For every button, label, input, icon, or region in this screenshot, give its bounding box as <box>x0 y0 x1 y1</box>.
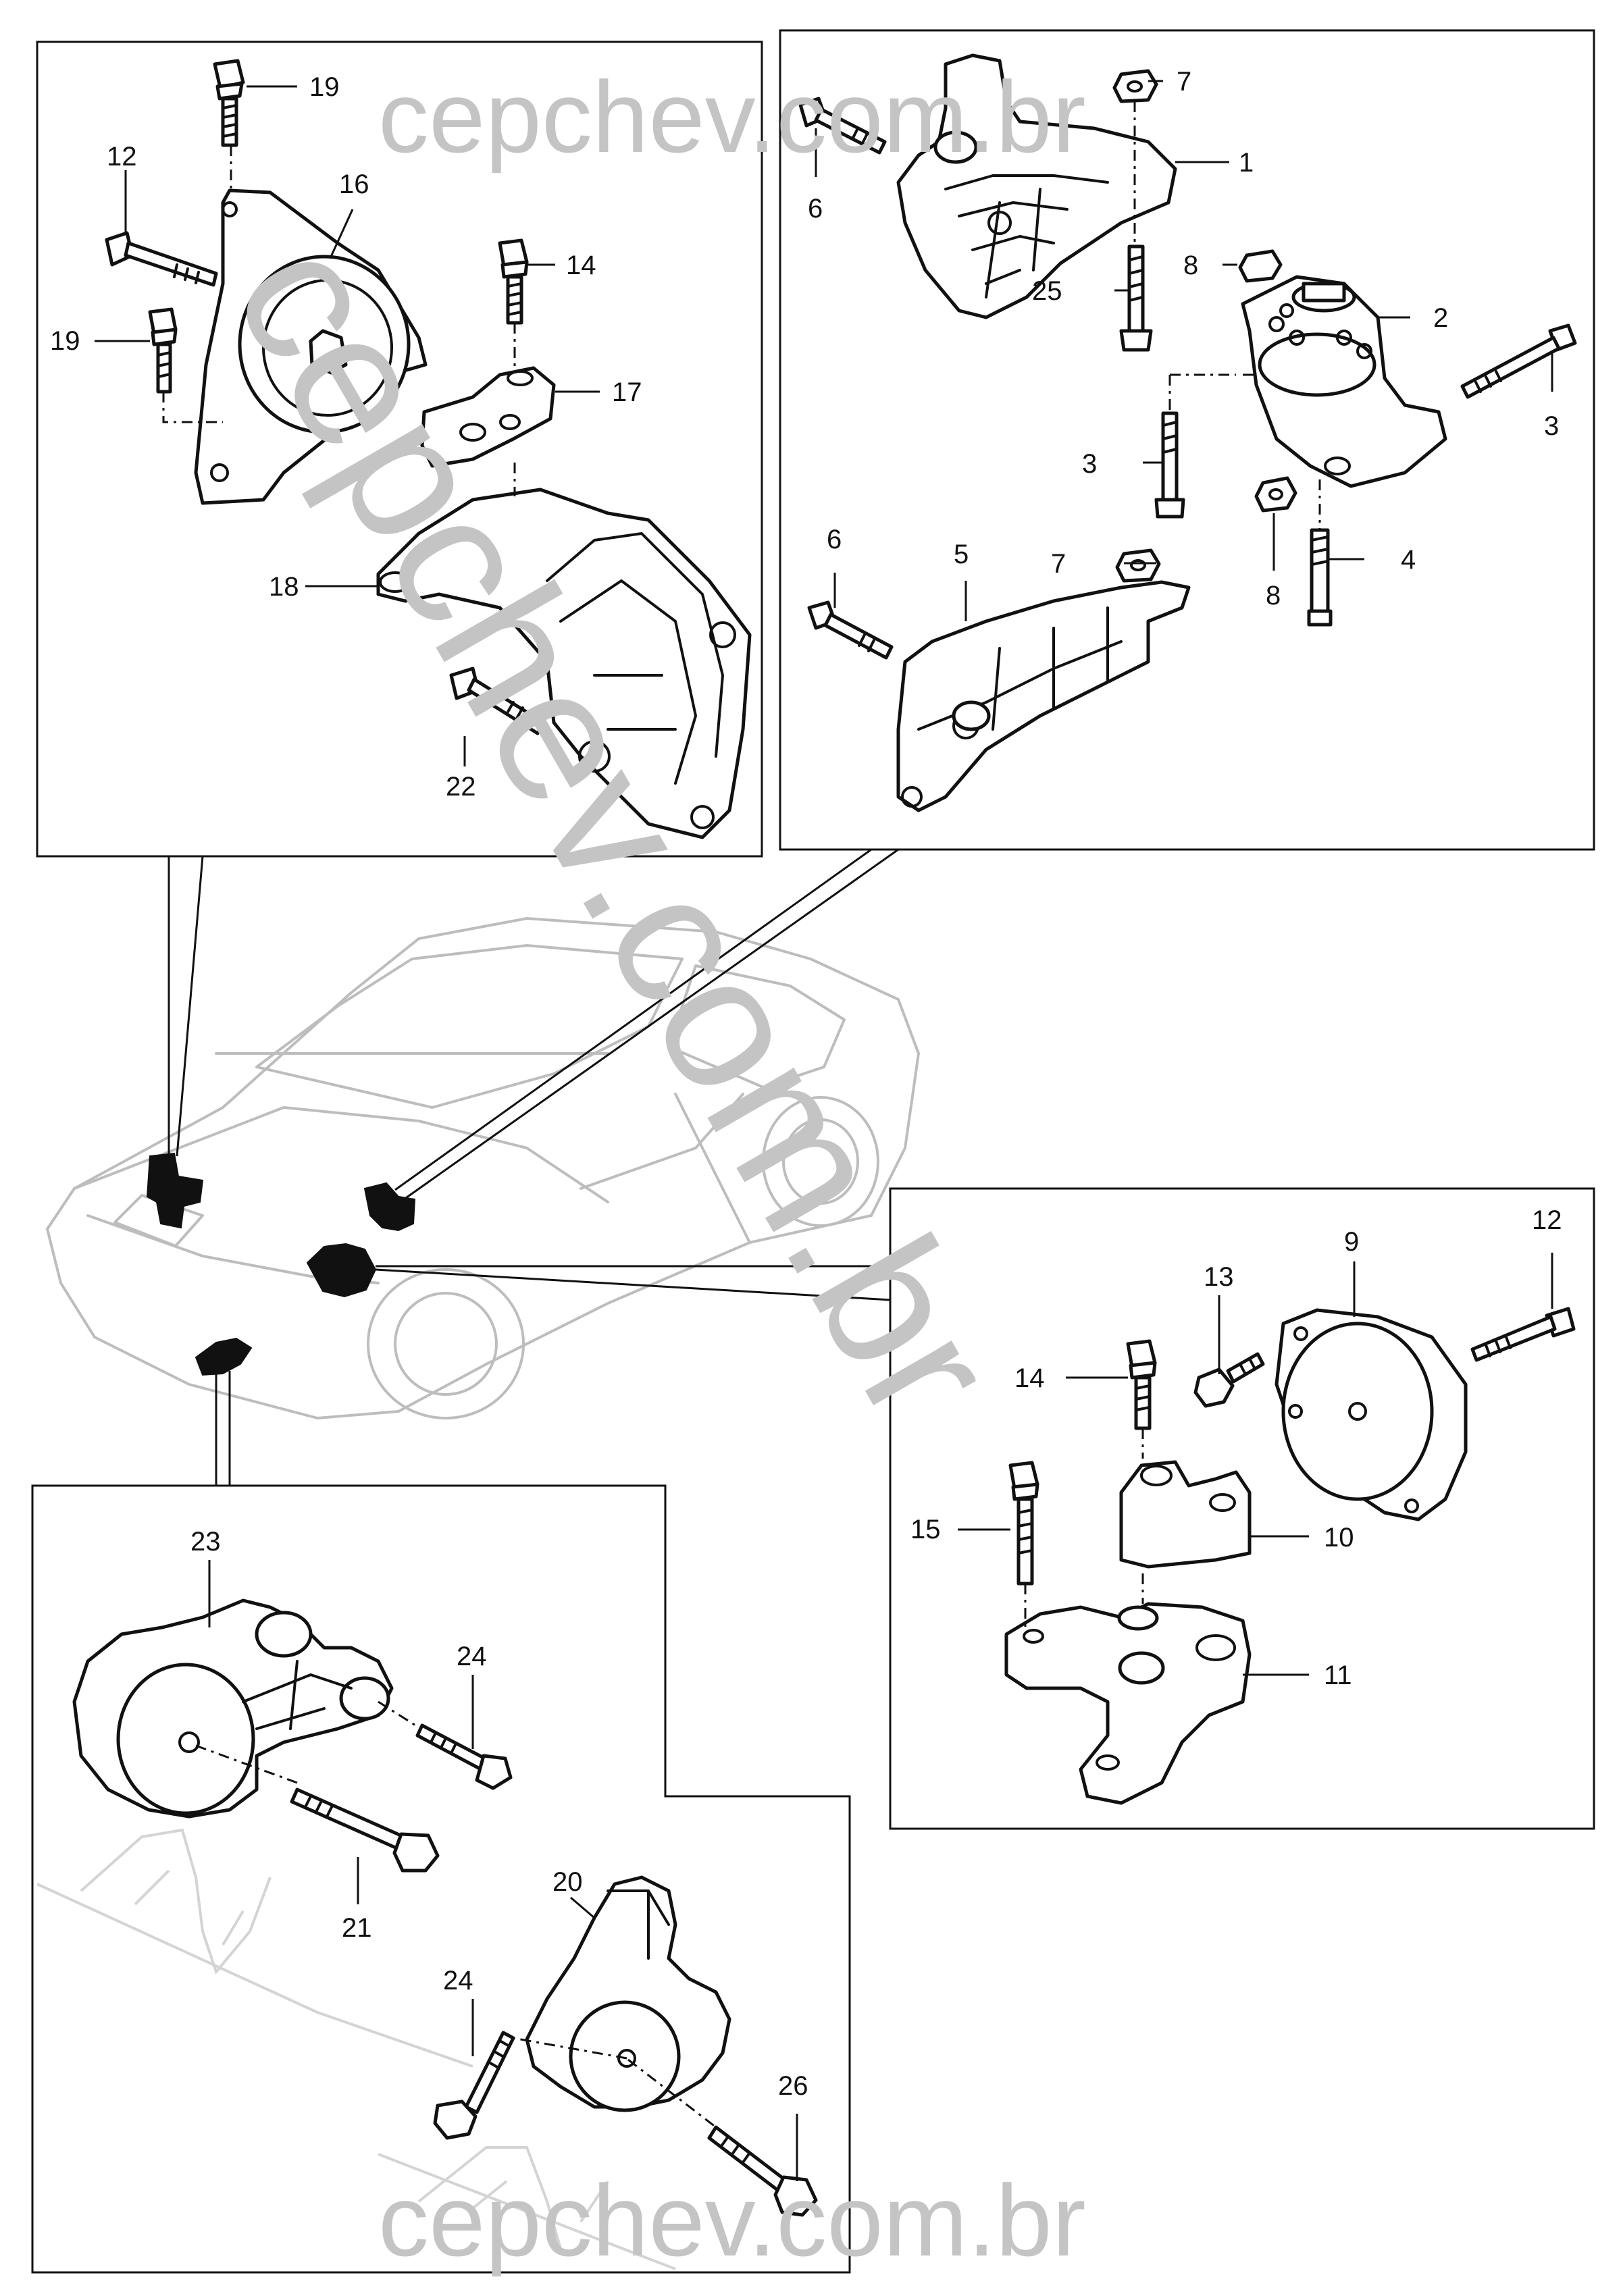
part-3-bolt-left <box>1154 411 1185 519</box>
part-8-nut-upper <box>1238 249 1283 283</box>
part-3-bolt-right <box>1460 323 1577 399</box>
dashed-axis-top-right <box>1133 101 1321 530</box>
part-1-bracket <box>896 53 1177 319</box>
ghost-bracket-left <box>80 1828 272 1975</box>
callout-7-lower: 7 <box>1051 549 1066 579</box>
car-outline <box>46 917 920 1419</box>
callout-4: 4 <box>1401 545 1416 575</box>
part-7-nut-upper <box>1112 69 1158 103</box>
callout-7-upper: 7 <box>1177 67 1191 97</box>
part-19-bolt-left <box>148 307 178 394</box>
panel-frame-bottom-left <box>31 1484 851 2274</box>
part-7-nut-lower <box>1115 548 1161 583</box>
ghost-line-left <box>36 1883 473 2068</box>
part-24-bolt-upper <box>415 1723 513 1790</box>
part-14-bolt-top-left <box>498 238 529 325</box>
car-mount-marker-bottom-left <box>195 1337 253 1376</box>
part-23-mount <box>72 1598 394 1819</box>
callout-16: 16 <box>339 169 369 199</box>
part-12-bolt <box>105 231 218 287</box>
car-mount-marker-right-middle <box>306 1243 377 1298</box>
callout-20: 20 <box>552 1867 583 1897</box>
ghost-line-lower <box>378 2153 676 2270</box>
callout-1: 1 <box>1239 148 1254 178</box>
part-5-bracket <box>896 580 1191 812</box>
callout-leaders <box>95 80 1553 2181</box>
callout-12-right: 12 <box>1532 1205 1562 1235</box>
callout-11: 11 <box>1324 1661 1352 1690</box>
callout-5: 5 <box>954 540 969 569</box>
callout-24-upper: 24 <box>457 1642 487 1671</box>
car-mount-marker-top-right <box>363 1182 416 1232</box>
callout-8-lower: 8 <box>1266 581 1281 610</box>
dashed-axis-right-middle <box>1024 1428 1144 1634</box>
leader-car-to-top-left <box>168 856 204 1157</box>
leader-car-to-top-right <box>394 848 899 1201</box>
callout-labels: 19 12 16 19 14 17 18 22 7 1 6 8 25 2 3 3… <box>50 67 1562 2101</box>
ghost-bracket-lower <box>417 2146 609 2249</box>
leader-car-to-right-middle <box>375 1265 891 1301</box>
watermark-top: cepchev.com.br <box>378 60 1086 174</box>
callout-17: 17 <box>612 377 642 407</box>
part-6-bolt-lower <box>807 600 894 660</box>
callout-22: 22 <box>446 772 476 802</box>
callout-14-right: 14 <box>1014 1363 1045 1393</box>
panel-frame-right-middle <box>889 1187 1595 1830</box>
part-20-mount <box>525 1875 731 2112</box>
callout-13: 13 <box>1204 1262 1234 1292</box>
part-18-bracket <box>376 488 752 839</box>
part-14-bolt-right <box>1126 1339 1157 1430</box>
part-15-bolt <box>1008 1461 1039 1586</box>
callout-19-left: 19 <box>50 326 80 356</box>
part-26-bolt <box>707 2125 818 2217</box>
dashed-axis-top-left <box>162 145 516 496</box>
part-19-bolt-upper <box>213 59 245 147</box>
watermark-bottom: cepchev.com.br <box>378 2164 1086 2277</box>
callout-2: 2 <box>1433 303 1448 333</box>
callout-8-upper: 8 <box>1183 251 1198 280</box>
part-25-bolt <box>1119 244 1153 352</box>
car-mount-marker-top-left <box>146 1152 204 1229</box>
callout-10: 10 <box>1324 1523 1354 1553</box>
callout-14-top-left: 14 <box>566 251 596 280</box>
callout-15: 15 <box>910 1515 941 1544</box>
part-9-mount <box>1275 1308 1468 1521</box>
part-21-bolt <box>290 1788 440 1873</box>
part-13-bolt <box>1193 1352 1265 1408</box>
part-12-bolt-right <box>1470 1307 1576 1362</box>
callout-26: 26 <box>778 2071 808 2101</box>
part-8-nut-lower <box>1254 476 1297 513</box>
panel-frame-top-right <box>779 29 1595 851</box>
part-22-bolt <box>449 667 546 735</box>
part-6-bolt-upper <box>798 97 887 155</box>
part-11-bracket <box>1004 1602 1252 1805</box>
callout-6-upper: 6 <box>808 194 823 224</box>
callout-3-left: 3 <box>1082 449 1097 479</box>
callout-25: 25 <box>1032 276 1062 306</box>
callout-23: 23 <box>190 1527 221 1557</box>
callout-3-right: 3 <box>1544 411 1559 441</box>
callout-24-lower: 24 <box>443 1966 473 1995</box>
callout-19-top: 19 <box>309 72 340 102</box>
callout-9: 9 <box>1344 1227 1359 1257</box>
callout-6-lower: 6 <box>827 525 842 554</box>
part-17-bracket <box>420 366 556 468</box>
part-16-mount <box>194 188 428 505</box>
callout-18: 18 <box>269 572 299 602</box>
part-2-mount <box>1241 275 1447 488</box>
leader-car-to-bottom-left <box>215 1371 231 1486</box>
callout-21: 21 <box>342 1913 372 1943</box>
callout-12-left: 12 <box>107 142 137 172</box>
part-24-bolt-lower <box>433 2031 515 2140</box>
dashed-axis-bottom-left <box>195 1700 717 2129</box>
part-10-bracket <box>1119 1460 1252 1569</box>
part-4-bolt <box>1307 528 1333 627</box>
panel-frame-top-left <box>36 41 763 858</box>
